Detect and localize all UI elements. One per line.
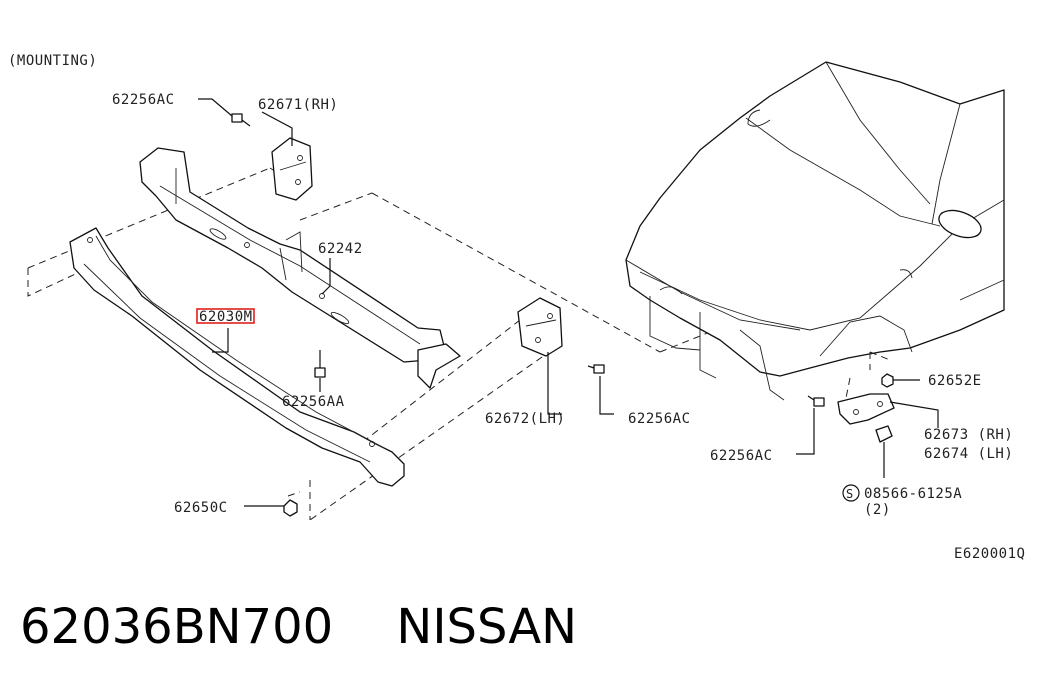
highlight-box bbox=[196, 308, 255, 324]
bracket-62671 bbox=[271, 137, 313, 201]
dashed-guide-lines-right bbox=[845, 351, 891, 399]
part-label-62030M[interactable]: 62030M bbox=[199, 309, 253, 325]
bracket-62672 bbox=[517, 297, 563, 357]
nut-62650C bbox=[283, 499, 298, 517]
screw-symbol-icon: S bbox=[842, 484, 860, 502]
upper-support-bar bbox=[139, 147, 461, 389]
bolt-62256AA bbox=[314, 350, 326, 378]
dashed-guide-lines bbox=[27, 167, 711, 521]
screw-08566-6125A bbox=[875, 425, 893, 443]
part-label-62256AC-mid: 62256AC bbox=[628, 411, 691, 427]
bracket-62673-62674 bbox=[837, 393, 895, 425]
leader-lines bbox=[198, 98, 939, 507]
part-label-62652E: 62652E bbox=[928, 373, 982, 389]
section-label: (MOUNTING) bbox=[8, 53, 97, 69]
part-label-62674: 62674 (LH) bbox=[924, 446, 1013, 462]
part-label-62672: 62672(LH) bbox=[485, 411, 565, 427]
part-label-62256AC-top: 62256AC bbox=[112, 92, 175, 108]
bolt-62256AC-right bbox=[807, 395, 825, 407]
part-label-62671: 62671(RH) bbox=[258, 97, 338, 113]
vehicle-front-illustration bbox=[625, 61, 1005, 401]
part-label-62673: 62673 (RH) bbox=[924, 427, 1013, 443]
part-label-62256AC-right: 62256AC bbox=[710, 448, 773, 464]
bolt-62256AC-top bbox=[231, 113, 251, 127]
part-label-62242: 62242 bbox=[318, 241, 363, 257]
figure-code: E620001Q bbox=[954, 546, 1025, 562]
part-label-08566: 08566-6125A bbox=[864, 486, 962, 502]
bottom-title: 62036BN700 NISSAN bbox=[20, 596, 577, 658]
part-number: 62036BN700 bbox=[20, 599, 334, 655]
nut-62652E bbox=[881, 373, 894, 388]
part-label-08566-qty: (2) bbox=[864, 502, 891, 518]
svg-text:S: S bbox=[846, 487, 854, 501]
bolt-62256AC-mid bbox=[587, 364, 605, 374]
part-label-62256AA: 62256AA bbox=[282, 394, 345, 410]
brand-name: NISSAN bbox=[396, 599, 578, 655]
part-label-62650C: 62650C bbox=[174, 500, 228, 516]
lower-reinforcement-bar bbox=[69, 227, 405, 487]
